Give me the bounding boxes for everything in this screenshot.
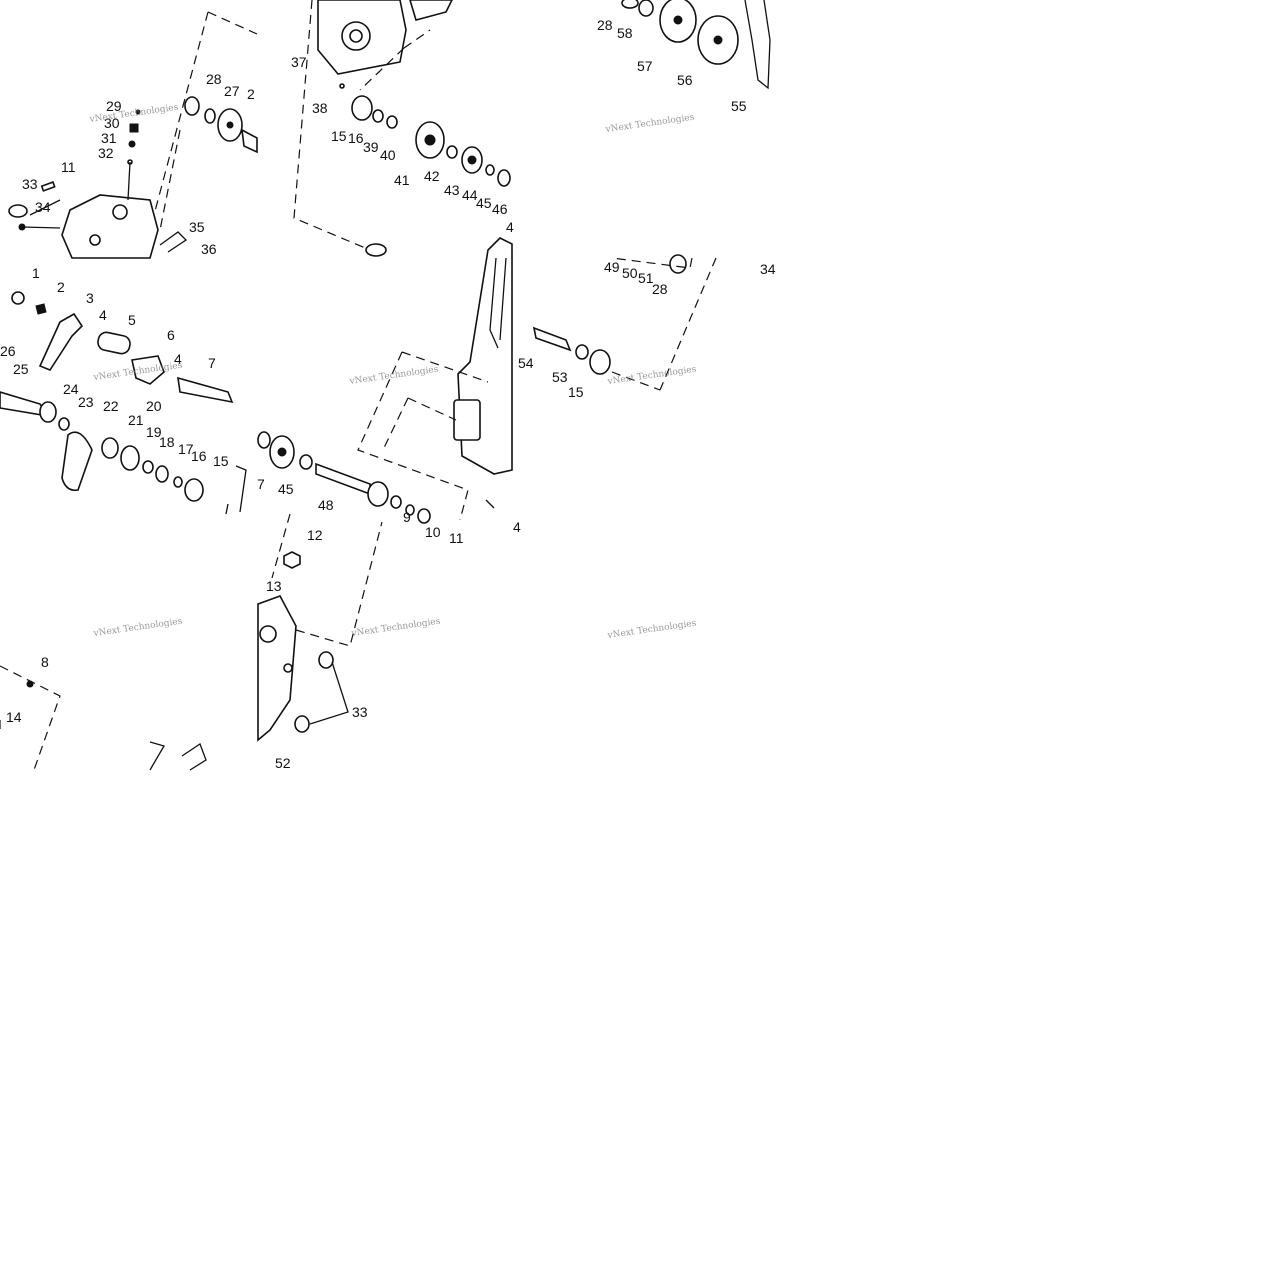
tile-center: 7 45 48 9 10 11 4 vNext Technologies — [257, 237, 521, 546]
callout-16: 16 — [348, 130, 364, 146]
callout-15: 15 — [568, 384, 584, 400]
callout-52: 52 — [275, 755, 291, 771]
callout-13: 13 — [266, 578, 282, 594]
tile-bottom-middle: 12 13 33 52 vNext Technologies — [257, 513, 441, 771]
callout-11: 11 — [61, 159, 76, 175]
callout-55: 55 — [731, 98, 747, 114]
svg-text:vNext Technologies: vNext Technologies — [606, 365, 697, 388]
callout-33: 33 — [352, 704, 368, 720]
callout-16: 16 — [191, 448, 207, 464]
tile-top-middle: 37 38 15 16 39 40 41 42 43 44 45 46 4 — [291, 0, 514, 257]
callout-40: 40 — [380, 147, 396, 163]
svg-text:vNext Technologies: vNext Technologies — [350, 617, 441, 640]
callout-32: 32 — [98, 145, 114, 161]
callout-45: 45 — [278, 481, 294, 497]
callout-28: 28 — [206, 71, 222, 87]
watermark: vNext Technologies — [88, 103, 179, 126]
callout-34: 34 — [35, 199, 51, 215]
callout-50: 50 — [622, 265, 638, 281]
callout-31: 31 — [101, 130, 117, 146]
callout-41: 41 — [394, 172, 410, 188]
callout-49: 49 — [604, 259, 620, 275]
callout-21: 21 — [128, 412, 144, 428]
callout-14: 14 — [6, 709, 22, 725]
svg-text:26: 26 — [0, 343, 16, 359]
callout-54: 54 — [518, 355, 534, 371]
callout-15: 15 — [331, 128, 347, 144]
callout-57: 57 — [637, 58, 653, 74]
tile-bottom-left: 8 14 vNext Technologies — [0, 617, 207, 771]
callout-58: 58 — [617, 25, 633, 41]
tile-middle-left: 1 2 3 4 5 6 4 7 26 25 24 20 23 22 21 19 … — [0, 265, 247, 515]
callout-51: 51 — [638, 270, 654, 286]
svg-text:vNext Technologies: vNext Technologies — [348, 365, 439, 388]
callout-35: 35 — [189, 219, 205, 235]
callout-43: 43 — [444, 182, 460, 198]
callout-4: 4 — [174, 351, 182, 367]
callout-19: 19 — [146, 424, 162, 440]
callout-3: 3 — [86, 290, 94, 306]
callout-8: 8 — [41, 654, 49, 670]
callout-37: 37 — [291, 54, 307, 70]
tile-middle-right: 49 50 51 28 34 54 53 15 vNext Technologi… — [518, 254, 776, 400]
callout-5: 5 — [128, 312, 136, 328]
svg-text:vNext Technologies: vNext Technologies — [606, 619, 697, 642]
callout-15: 15 — [213, 453, 229, 469]
callout-53: 53 — [552, 369, 568, 385]
tile-top-left: 28 27 2 29 30 31 32 11 33 34 35 36 vNext… — [8, 11, 258, 259]
callout-29: 29 — [106, 98, 122, 114]
callout-38: 38 — [312, 100, 328, 116]
callout-33: 33 — [22, 176, 38, 192]
callout-12: 12 — [307, 527, 323, 543]
callout-25: 25 — [13, 361, 29, 377]
callout-28: 28 — [597, 17, 613, 33]
svg-text:vNext Technologies: vNext Technologies — [92, 617, 183, 640]
callout-2: 2 — [57, 279, 65, 295]
svg-text:7: 7 — [257, 476, 265, 492]
callout-20: 20 — [146, 398, 162, 414]
callout-18: 18 — [159, 434, 175, 450]
callout-6: 6 — [167, 327, 175, 343]
callout-7: 7 — [208, 355, 216, 371]
callout-42: 42 — [424, 168, 440, 184]
svg-text:34: 34 — [760, 261, 776, 277]
callout-46: 46 — [492, 201, 508, 217]
callout-30: 30 — [104, 115, 120, 131]
callout-24: 24 — [63, 381, 79, 397]
tile-top-right: 28 58 57 56 55 vNext Technologies — [597, 0, 771, 136]
callout-1: 1 — [32, 265, 40, 281]
callout-17: 17 — [178, 441, 194, 457]
callout-4: 4 — [99, 307, 107, 323]
callout-10: 10 — [425, 524, 441, 540]
callout-9: 9 — [403, 509, 411, 525]
callout-23: 23 — [78, 394, 94, 410]
callout-44: 44 — [462, 187, 478, 203]
callout-27: 27 — [224, 83, 240, 99]
callout-36: 36 — [201, 241, 217, 257]
callout-45: 45 — [476, 195, 492, 211]
callout-56: 56 — [677, 72, 693, 88]
callout-28: 28 — [652, 281, 668, 297]
tile-bottom-right: vNext Technologies — [606, 619, 697, 642]
svg-text:vNext Technologies: vNext Technologies — [604, 113, 695, 136]
callout-39: 39 — [363, 139, 379, 155]
svg-text:4: 4 — [506, 219, 514, 235]
callout-22: 22 — [103, 398, 119, 414]
callout-4: 4 — [513, 519, 521, 535]
svg-text:2: 2 — [247, 86, 255, 102]
callout-11: 11 — [449, 530, 464, 546]
callout-48: 48 — [318, 497, 334, 513]
